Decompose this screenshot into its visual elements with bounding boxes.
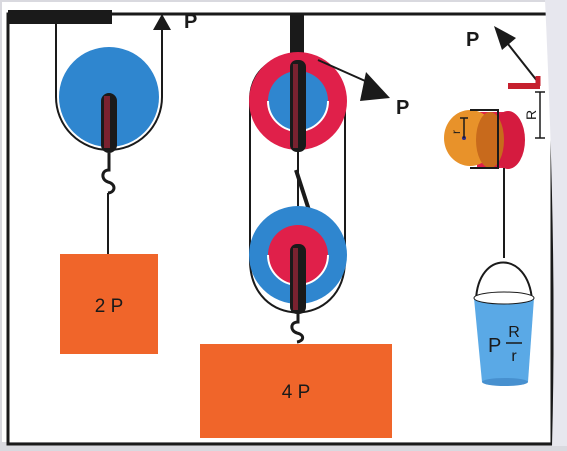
fixed-pulley-system: 2 P P xyxy=(8,10,197,354)
bucket-label-numerator: R xyxy=(508,324,520,341)
hook-middle xyxy=(290,314,305,344)
force-label-right: P xyxy=(466,29,479,51)
load-4p-label: 4 P xyxy=(282,382,311,403)
force-arrow-diagonal xyxy=(360,72,390,101)
bucket xyxy=(474,298,534,382)
force-arrow-right xyxy=(494,26,516,50)
pulley-strap-highlight xyxy=(104,96,110,148)
force-label-middle: P xyxy=(396,97,409,119)
load-4p xyxy=(200,344,392,438)
pull-rope xyxy=(317,59,373,85)
force-label-left: P xyxy=(184,11,197,33)
load-2p-label: 2 P xyxy=(95,296,124,317)
drum-rope-wrap xyxy=(470,109,499,169)
bucket-handle xyxy=(475,261,533,301)
windlass-system: P r R P R r xyxy=(444,26,545,386)
radius-big-label: R xyxy=(523,110,539,120)
hook xyxy=(101,153,116,195)
paper-edge xyxy=(545,0,567,446)
bucket-label-p: P xyxy=(488,335,501,357)
radius-small-label: r xyxy=(449,130,463,134)
bucket-label-denominator: r xyxy=(511,348,517,365)
force-arrow-up xyxy=(153,14,171,30)
ceiling-mount xyxy=(8,10,112,24)
load-2p xyxy=(60,254,158,354)
block-and-tackle-system: 4 P P xyxy=(200,14,409,438)
frame xyxy=(6,12,554,446)
